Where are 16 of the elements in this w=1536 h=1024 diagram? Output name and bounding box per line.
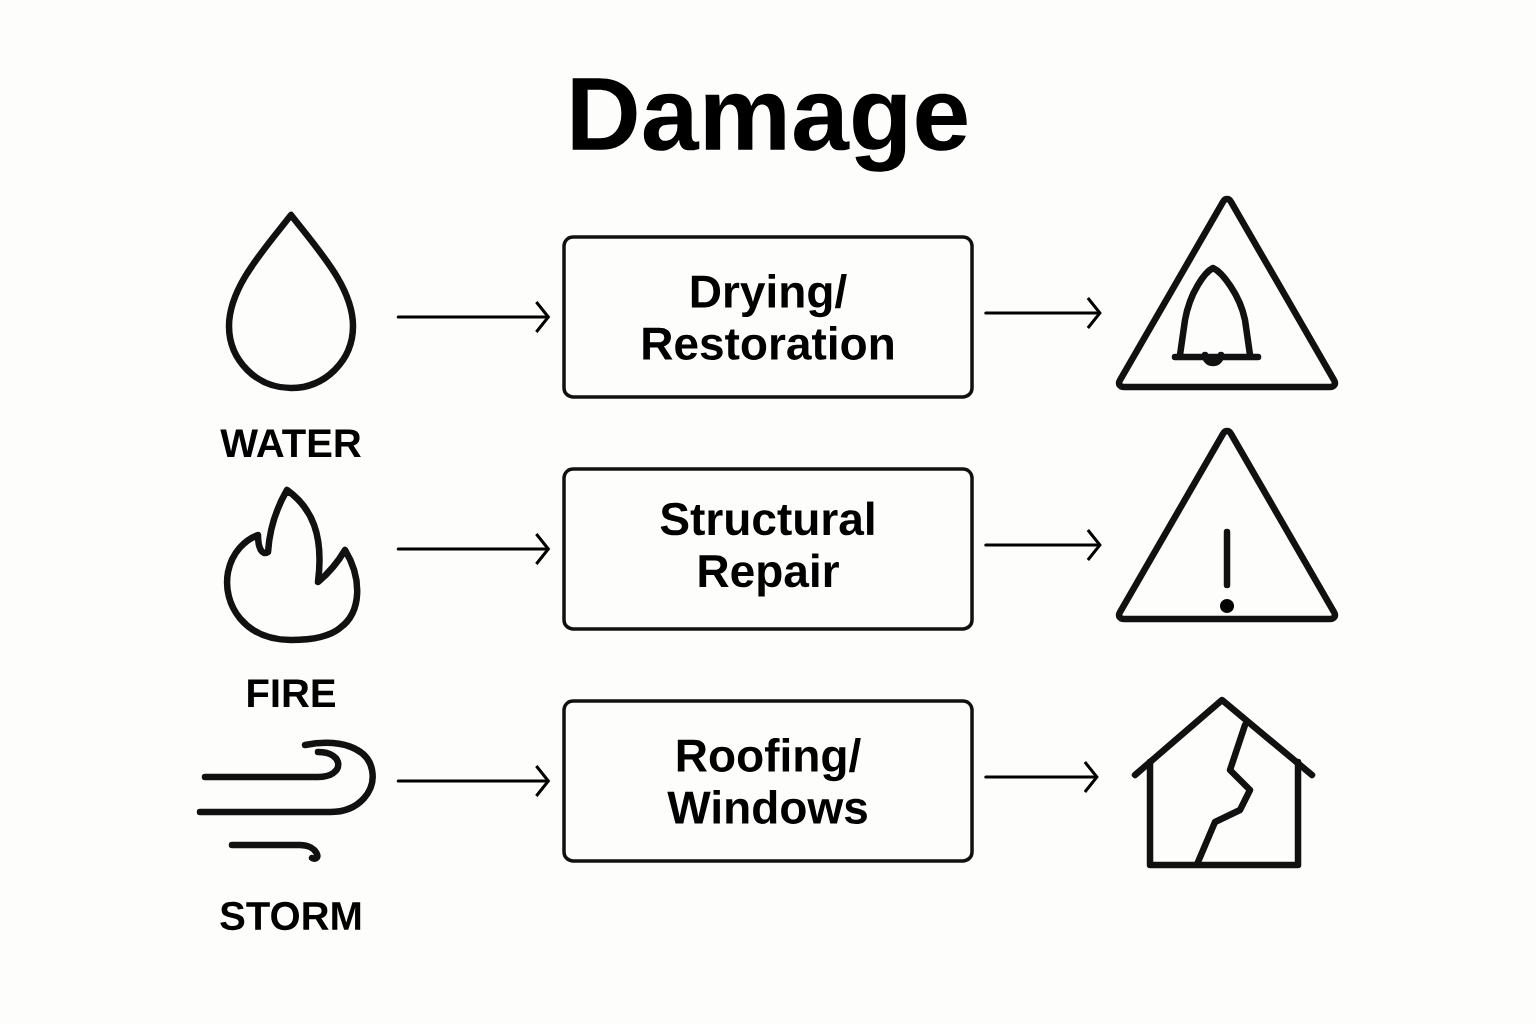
icon-label: STORM: [220, 901, 361, 931]
arrow: [396, 533, 551, 565]
process-box: Structural Repair: [562, 467, 974, 631]
warning-triangle-icon: [1115, 195, 1339, 391]
arrow: [984, 297, 1102, 329]
icon-label: FIRE: [248, 679, 335, 707]
arrow: [396, 765, 551, 797]
warning-triangle-icon: [1115, 427, 1339, 623]
icon-label: WATER: [220, 429, 361, 457]
arrow: [984, 761, 1099, 793]
process-box: Drying/ Restoration: [562, 235, 974, 399]
arrow: [984, 529, 1102, 561]
process-box: Roofing/ Windows: [562, 699, 974, 863]
house-icon: [1131, 696, 1316, 869]
title: Damage: [572, 78, 967, 172]
arrow: [396, 301, 551, 333]
